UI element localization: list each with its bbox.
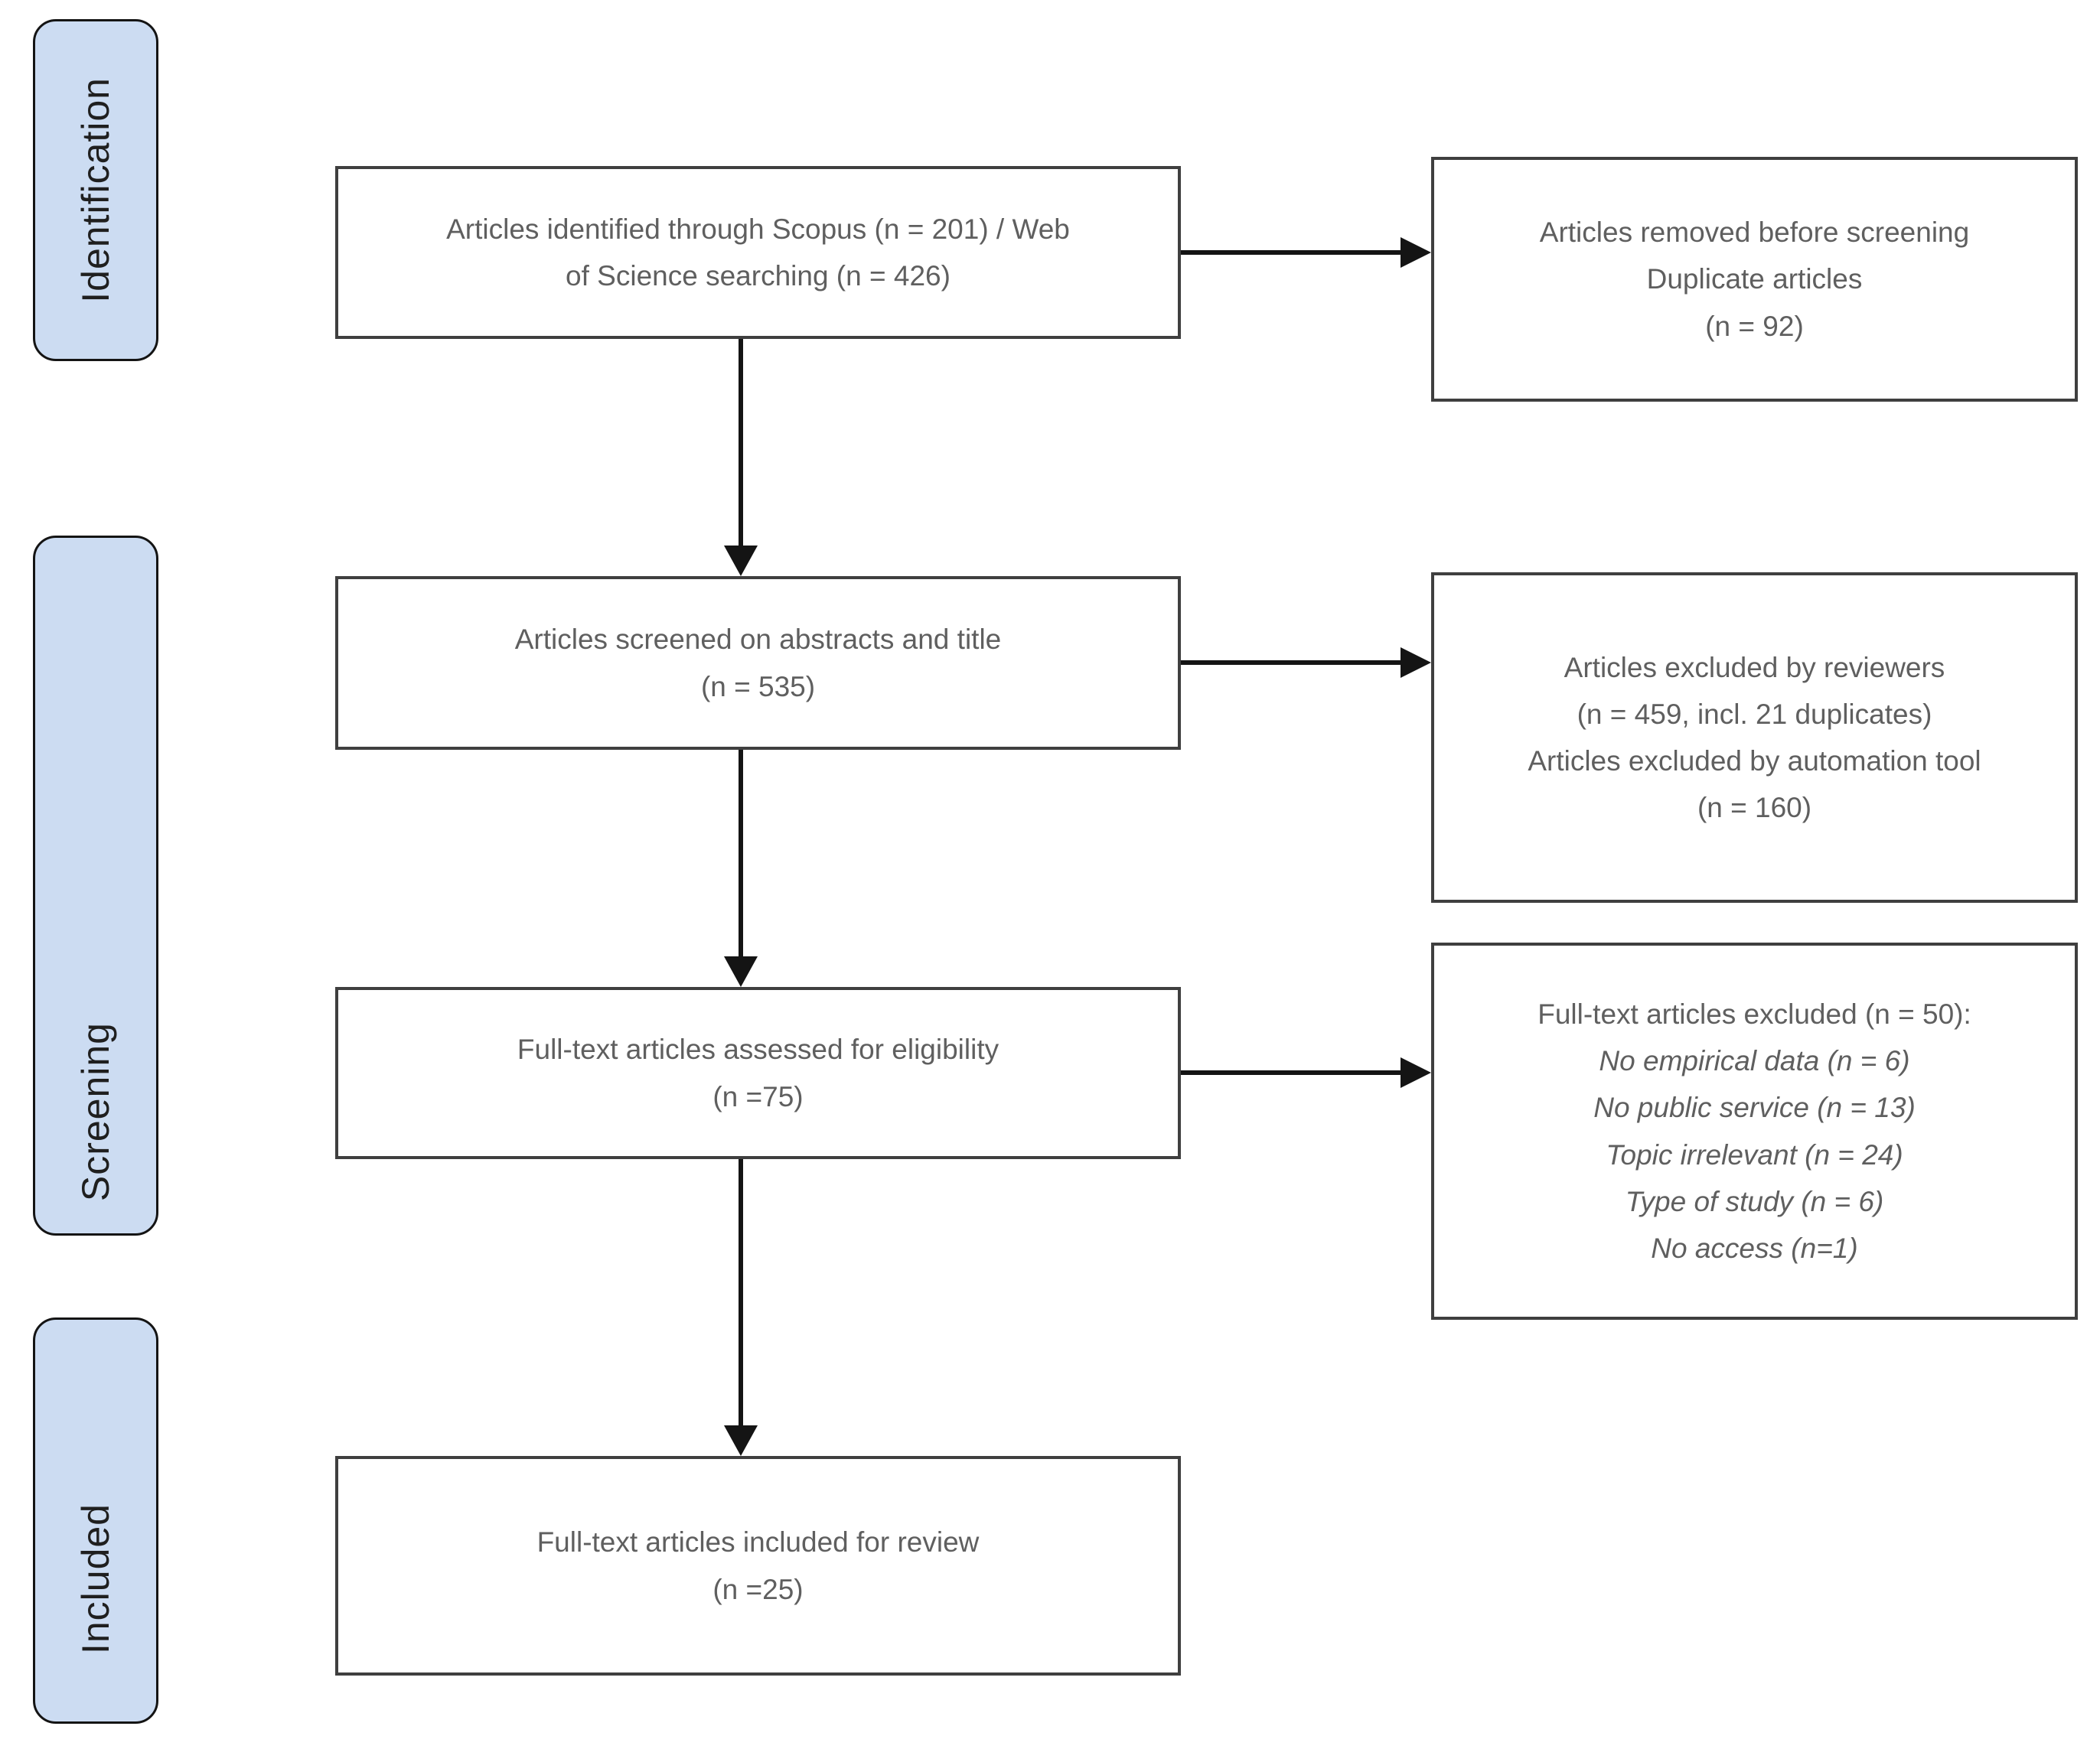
- box-text-line: Full-text articles assessed for eligibil…: [517, 1034, 999, 1066]
- box-text-line: (n =75): [712, 1080, 804, 1112]
- box-text-line: Type of study (n = 6): [1625, 1185, 1884, 1217]
- box-text-line: Articles screened on abstracts and title: [514, 624, 1002, 656]
- stage-screening-label: Screening: [74, 1021, 117, 1201]
- box-text-line: No access (n=1): [1651, 1232, 1858, 1264]
- arrowhead-down-icon: [724, 546, 758, 576]
- arrow-line: [739, 1159, 743, 1427]
- box-fulltext-included: Full-text articles included for review (n…: [335, 1456, 1181, 1676]
- box-fulltext-excluded: Full-text articles excluded (n = 50): No …: [1431, 943, 2078, 1320]
- arrow-line: [1181, 1070, 1402, 1075]
- box-excluded-by-reviewers: Articles excluded by reviewers (n = 459, …: [1431, 572, 2078, 903]
- box-articles-screened: Articles screened on abstracts and title…: [335, 576, 1181, 750]
- stage-screening: Screening: [33, 536, 158, 1236]
- box-text-line: No empirical data (n = 6): [1599, 1045, 1910, 1077]
- box-text-line: No public service (n = 13): [1593, 1092, 1916, 1124]
- box-text-line: (n = 160): [1697, 792, 1812, 824]
- box-text-line: Articles excluded by reviewers: [1564, 651, 1945, 683]
- box-text-line: of Science searching (n = 426): [566, 260, 951, 292]
- arrowhead-down-icon: [724, 1425, 758, 1456]
- box-text-line: Articles identified through Scopus (n = …: [446, 213, 1070, 245]
- box-text-line: Duplicate articles: [1646, 263, 1863, 295]
- box-text-line: Full-text articles included for review: [536, 1526, 980, 1558]
- box-text-line: Articles removed before screening: [1539, 217, 1970, 249]
- box-text-line: Articles excluded by automation tool: [1528, 745, 1981, 777]
- box-text-line: Full-text articles excluded (n = 50):: [1538, 998, 1971, 1031]
- arrow-line: [1181, 660, 1402, 665]
- box-text-line: (n = 459, incl. 21 duplicates): [1577, 698, 1932, 730]
- arrowhead-right-icon: [1401, 1057, 1431, 1088]
- box-articles-identified: Articles identified through Scopus (n = …: [335, 166, 1181, 339]
- stage-included: Included: [33, 1317, 158, 1724]
- arrow-line: [739, 750, 743, 958]
- box-text-line: (n =25): [712, 1573, 804, 1605]
- box-text-line: Topic irrelevant (n = 24): [1606, 1138, 1903, 1171]
- box-text-line: (n = 92): [1705, 310, 1804, 342]
- box-text-line: (n = 535): [700, 670, 816, 702]
- arrow-line: [739, 339, 743, 549]
- arrow-line: [1181, 250, 1402, 255]
- arrowhead-right-icon: [1401, 647, 1431, 678]
- stage-included-label: Included: [74, 1503, 117, 1654]
- stage-identification-label: Identification: [74, 77, 117, 303]
- box-fulltext-assessed: Full-text articles assessed for eligibil…: [335, 987, 1181, 1159]
- stage-identification: Identification: [33, 19, 158, 361]
- arrowhead-down-icon: [724, 956, 758, 987]
- arrowhead-right-icon: [1401, 237, 1431, 268]
